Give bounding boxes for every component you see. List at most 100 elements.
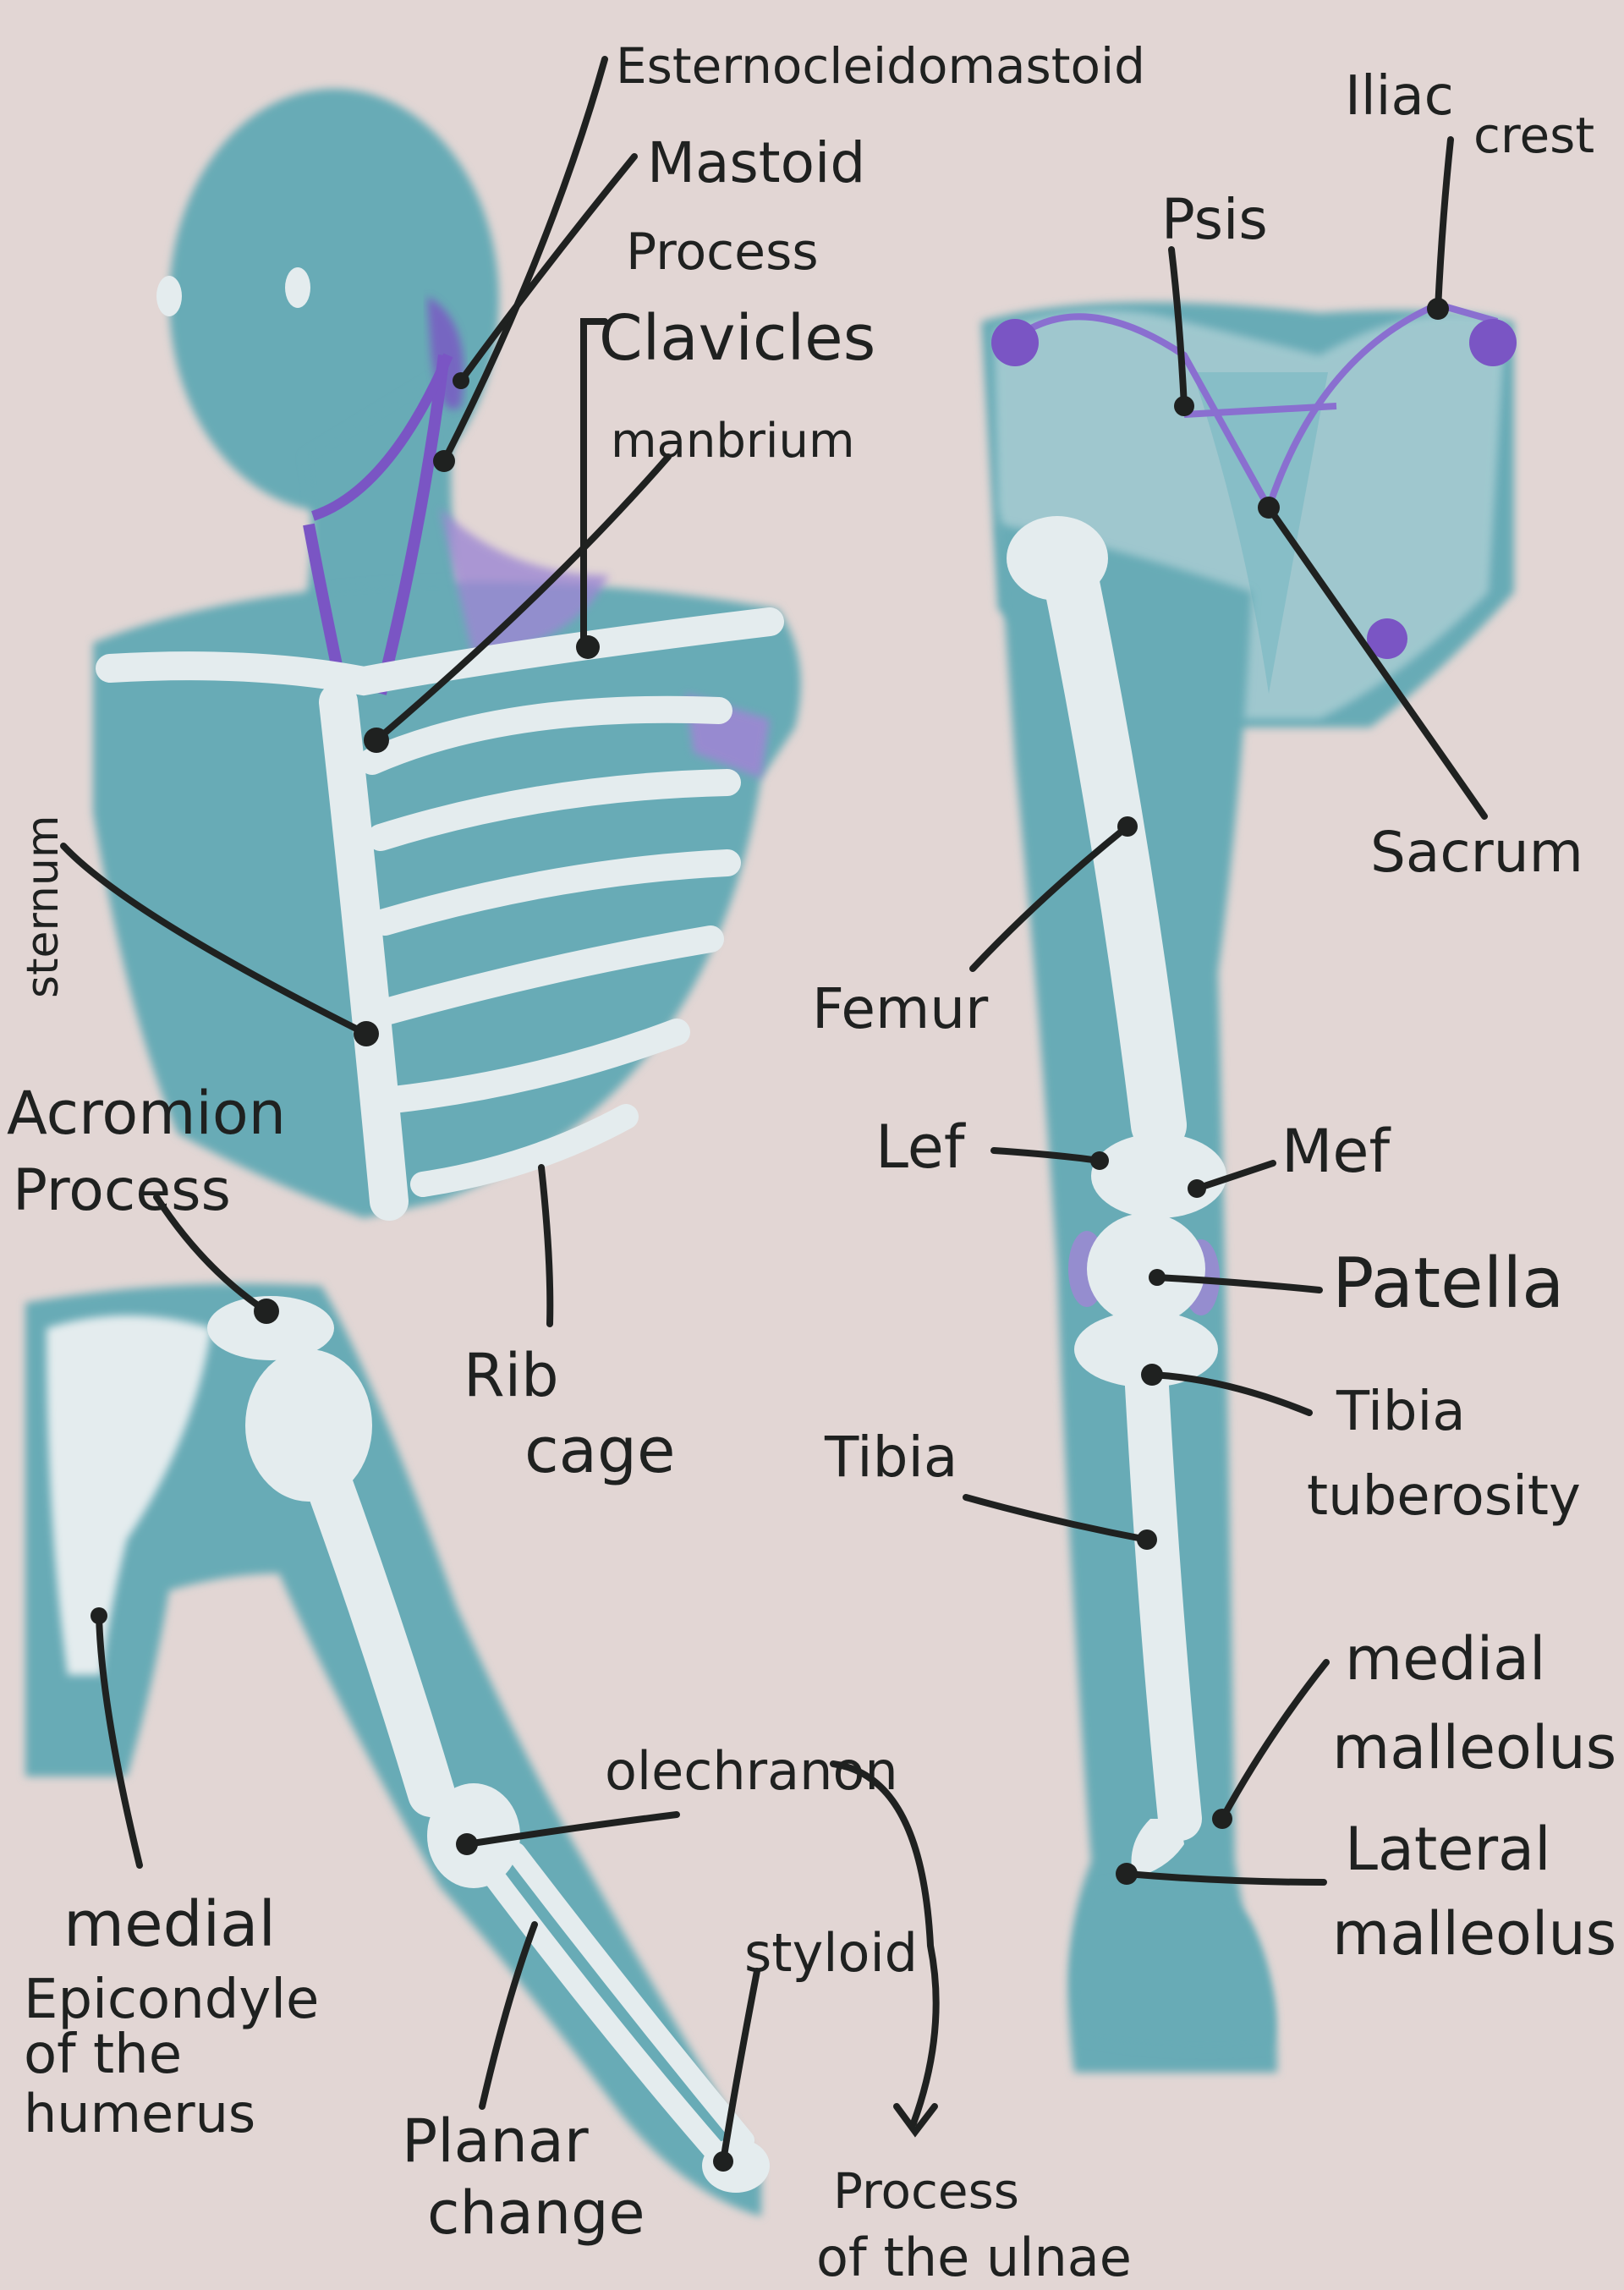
eye-right (285, 267, 310, 308)
label-esternocleidomastoid: Esternocleidomastoid (616, 37, 1145, 95)
dot-olechranon (456, 1833, 478, 1855)
label-medial-epicondyle-line1: medial (63, 1888, 276, 1961)
dot-esternocleidomastoid (433, 450, 455, 472)
label-mastoid-line2: Process (626, 222, 819, 282)
dot-lateral-malleolus (1116, 1863, 1138, 1885)
label-medial-epicondyle-line4: humerus (24, 2083, 255, 2144)
foot (1072, 1879, 1275, 2051)
knee-condyles (1091, 1134, 1226, 1218)
dot-femur (1117, 816, 1138, 837)
leader-acromion (153, 1194, 270, 1315)
rib-6 (410, 1104, 639, 1197)
leader-iliac (1435, 136, 1454, 312)
dot-medial-epicondyle (91, 1607, 107, 1624)
label-acromion-line2: Process (13, 1157, 231, 1224)
patella-bone (1087, 1213, 1205, 1325)
dot-sternum (354, 1021, 379, 1046)
leader-patella (1154, 1274, 1323, 1293)
dot-tibia-tuberosity (1141, 1364, 1163, 1386)
label-planar-line1: Planar (402, 2106, 589, 2176)
label-rib-cage-line2: cage (524, 1414, 676, 1487)
label-iliac-line2: crest (1473, 107, 1594, 164)
label-femur: Femur (812, 976, 989, 1041)
label-medial-epicondyle-line3: of the (24, 2024, 182, 2086)
label-tibia-tuberosity-line2: tuberosity (1307, 1465, 1581, 1528)
label-tibia-tuberosity-line1: Tibia (1336, 1381, 1466, 1443)
leader-tibia (963, 1494, 1150, 1543)
eye-left (156, 276, 182, 316)
acromion-bone (207, 1296, 334, 1360)
leader-lef (990, 1147, 1103, 1164)
hip-point-right (1367, 618, 1407, 659)
clavicle-bone (96, 607, 784, 696)
ankle-bone (1131, 1819, 1184, 1878)
dot-sacrum (1258, 497, 1280, 519)
label-sacrum: Sacrum (1370, 820, 1583, 885)
leader-clavicles (580, 318, 608, 651)
tibia-bone (1124, 1348, 1202, 1841)
rib-2 (367, 769, 741, 851)
leader-process-ulnae (830, 1760, 940, 2127)
dot-clavicles (576, 635, 600, 659)
label-process-ulnae-line1: Process (833, 2162, 1019, 2220)
dot-manbrium (364, 728, 389, 753)
label-dots (91, 298, 1449, 2172)
psis-line (1183, 403, 1337, 418)
labels: Esternocleidomastoid Mastoid Process Cla… (7, 37, 1616, 2288)
dot-styloid (713, 2151, 733, 2172)
iliac-point-right (1469, 319, 1517, 366)
label-mastoid-line1: Mastoid (647, 130, 865, 195)
dot-lef (1090, 1151, 1109, 1170)
dot-medial-malleolus (1212, 1809, 1232, 1829)
dot-patella (1149, 1269, 1166, 1286)
rib-4 (376, 925, 724, 1024)
rib-5 (380, 1019, 690, 1113)
leader-femur (969, 823, 1131, 972)
dot-acromion (254, 1299, 279, 1324)
ulna-bone (471, 1850, 738, 2177)
label-sternum: sternum (18, 815, 69, 998)
leader-olechranon (464, 1811, 680, 1848)
rib-3 (371, 849, 741, 936)
label-lateral-malleolus-line2: malleolus (1332, 1899, 1616, 1969)
label-styloid: styloid (744, 1922, 918, 1984)
iliac-point-left (991, 319, 1039, 366)
label-psis: Psis (1161, 187, 1268, 252)
leader-mastoid (458, 153, 638, 384)
jaw-line (311, 353, 453, 521)
leader-process-ulnae-arrow (893, 2103, 938, 2138)
label-iliac-line1: Iliac (1345, 65, 1454, 128)
leader-esternocleidomastoid (441, 56, 608, 464)
leader-planar (479, 1921, 538, 2110)
label-medial-malleolus-line1: medial (1345, 1624, 1545, 1694)
label-tibia: Tibia (824, 1425, 957, 1490)
leader-sacrum (1265, 504, 1488, 820)
scapula-bone (47, 1315, 211, 1675)
label-clavicles: Clavicles (599, 302, 875, 375)
radius-bone (506, 1842, 754, 2150)
label-lef: Lef (875, 1112, 966, 1182)
label-planar-line2: change (427, 2178, 645, 2248)
femur-bone (1042, 547, 1187, 1153)
dot-psis (1174, 396, 1194, 416)
leader-lateral-malleolus (1123, 1870, 1327, 1886)
dot-mef (1188, 1179, 1206, 1198)
leader-lines (60, 56, 1488, 2165)
leader-manbrium (373, 453, 672, 744)
dot-mastoid (453, 372, 469, 389)
leader-styloid (720, 1968, 760, 2165)
label-lateral-malleolus-line1: Lateral (1345, 1815, 1551, 1884)
leader-tibia-tuberosity (1149, 1371, 1313, 1416)
leader-rib-cage (538, 1164, 554, 1327)
label-manbrium: manbrium (611, 414, 855, 469)
leader-sternum (60, 843, 370, 1037)
sternum-bone (319, 683, 409, 1221)
leader-psis (1168, 246, 1188, 409)
label-rib-cage-line1: Rib (464, 1341, 559, 1410)
label-mef: Mef (1281, 1117, 1391, 1186)
label-process-ulnae-line2: of the ulnae (816, 2227, 1132, 2288)
leader-medial-epicondyle (96, 1612, 143, 1869)
label-acromion-line1: Acromion (7, 1079, 286, 1148)
dot-tibia (1137, 1529, 1157, 1550)
